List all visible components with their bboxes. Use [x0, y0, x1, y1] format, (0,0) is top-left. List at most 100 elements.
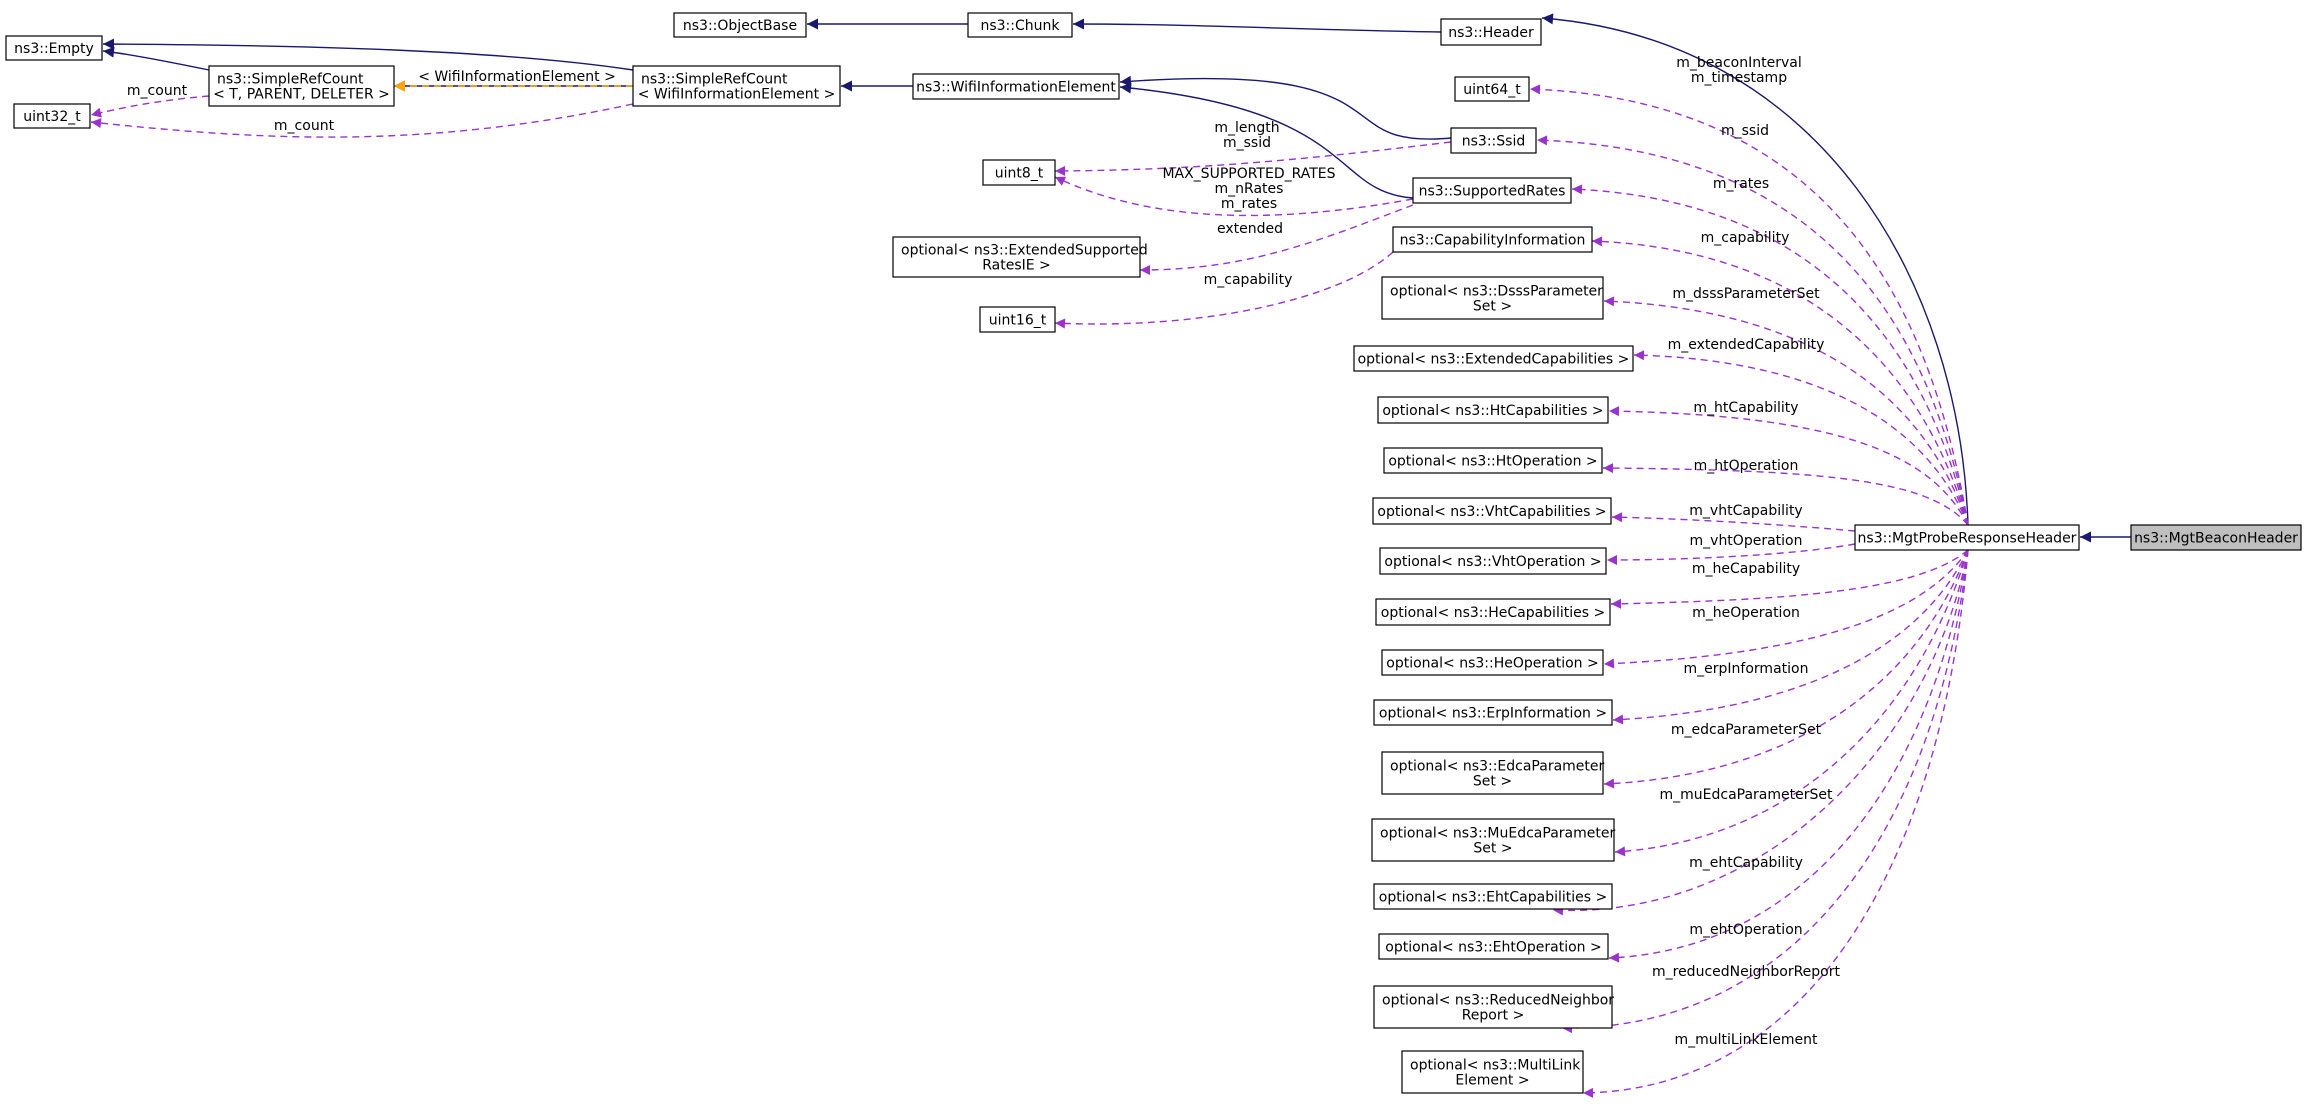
edge-label-htop: m_htOperation	[1694, 458, 1799, 474]
edge-label-text: m_edcaParameterSet	[1671, 722, 1822, 738]
class-node-src-tpl[interactable]: ns3::SimpleRefCount< T, PARENT, DELETER …	[208, 65, 395, 107]
class-node-wie[interactable]: ns3::WifiInformationElement	[912, 73, 1120, 100]
edge-label-text: extended	[1217, 221, 1283, 237]
class-node-uint32[interactable]: uint32_t	[13, 103, 91, 129]
member-arrow-34	[1561, 549, 1969, 1034]
node-label: optional< ns3::ExtendedCapabilities >	[1358, 352, 1630, 368]
edge-label-htcap: m_htCapability	[1693, 400, 1798, 416]
node-box	[2130, 524, 2302, 551]
node-box	[1373, 699, 1613, 726]
node-label: Set >	[1473, 774, 1512, 790]
edge-label-text: m_capability	[1204, 272, 1293, 288]
edge-label-extended: extended	[1217, 221, 1283, 237]
class-node-ehtop[interactable]: optional< ns3::EhtOperation >	[1378, 933, 1609, 960]
member-arrow-29	[1612, 549, 1969, 725]
node-label: ns3::Empty	[14, 41, 94, 57]
class-node-uint16[interactable]: uint16_t	[979, 306, 1056, 333]
node-box	[1381, 751, 1604, 795]
class-node-rates[interactable]: ns3::SupportedRates	[1412, 177, 1572, 204]
node-label: ns3::Ssid	[1462, 134, 1525, 150]
class-node-hecap[interactable]: optional< ns3::HeCapabilities >	[1375, 598, 1611, 626]
edge-label-cap-u16: m_capability	[1204, 272, 1293, 288]
edge-label-vhtcap: m_vhtCapability	[1689, 503, 1802, 519]
node-box	[1454, 76, 1530, 102]
inheritance-arrow-1	[1072, 18, 1442, 33]
class-node-uint64[interactable]: uint64_t	[1454, 76, 1530, 102]
node-label: Element >	[1455, 1073, 1529, 1089]
edges-layer	[90, 13, 2131, 1098]
node-label: Report >	[1462, 1008, 1525, 1024]
class-node-htop[interactable]: optional< ns3::HtOperation >	[1383, 447, 1603, 474]
class-node-ssid[interactable]: ns3::Ssid	[1450, 127, 1537, 154]
class-node-edca[interactable]: optional< ns3::EdcaParameterSet >	[1381, 751, 1605, 795]
edge-label-m-capability: m_capability	[1701, 230, 1790, 246]
edge-label-text: m_capability	[1701, 230, 1790, 246]
node-box	[979, 306, 1056, 333]
class-node-probe[interactable]: ns3::MgtProbeResponseHeader	[1854, 524, 2080, 551]
class-node-htcap[interactable]: optional< ns3::HtCapabilities >	[1377, 396, 1609, 424]
class-node-empty[interactable]: ns3::Empty	[5, 35, 103, 61]
edge-label-text: < WifiInformationElement >	[418, 69, 616, 85]
class-node-extrates[interactable]: optional< ns3::ExtendedSupportedRatesIE …	[892, 236, 1148, 278]
edge-label-text: MAX_SUPPORTED_RATES	[1162, 166, 1335, 182]
class-node-header[interactable]: ns3::Header	[1440, 18, 1542, 46]
member-arrow-17	[1571, 184, 1969, 526]
node-label: ns3::ObjectBase	[683, 18, 797, 34]
edge-label-text: m_ssid	[1223, 135, 1271, 151]
edge-label-rnr: m_reducedNeighborReport	[1652, 964, 1841, 980]
node-label: RatesIE >	[982, 258, 1051, 274]
node-label: optional< ns3::HeOperation >	[1386, 656, 1598, 672]
node-box	[5, 35, 103, 61]
node-box	[1381, 649, 1604, 676]
node-box	[1401, 1050, 1584, 1094]
node-box	[1440, 18, 1542, 46]
node-label: ns3::MgtProbeResponseHeader	[1858, 531, 2077, 547]
node-label: optional< ns3::EhtOperation >	[1385, 940, 1602, 956]
edge-label-vhtop: m_vhtOperation	[1690, 533, 1803, 549]
class-node-vhtop[interactable]: optional< ns3::VhtOperation >	[1379, 547, 1607, 575]
member-arrow-14	[1536, 135, 1969, 526]
edge-label-text: m_timestamp	[1691, 70, 1787, 86]
class-node-src-wie[interactable]: ns3::SimpleRefCount< WifiInformationElem…	[632, 65, 841, 107]
edge-label-m-rates: m_rates	[1713, 176, 1769, 192]
class-node-objectbase[interactable]: ns3::ObjectBase	[673, 12, 807, 38]
class-node-vhtcap[interactable]: optional< ns3::VhtCapabilities >	[1372, 497, 1612, 525]
node-box	[982, 159, 1056, 186]
edge-label-text: m_heOperation	[1692, 605, 1800, 621]
node-label: optional< ns3::EhtCapabilities >	[1379, 890, 1607, 906]
edge-label-text: m_ehtCapability	[1689, 855, 1803, 871]
node-label: optional< ns3::EdcaParameter	[1390, 759, 1605, 775]
node-label: optional< ns3::ErpInformation >	[1379, 706, 1607, 722]
node-label: Set >	[1473, 299, 1512, 315]
member-arrow-16	[1054, 176, 1414, 217]
member-arrow-32	[1552, 549, 1969, 916]
node-box	[967, 12, 1073, 38]
edge-label-tpl-arg: < WifiInformationElement >	[418, 69, 616, 85]
member-arrow-11	[90, 95, 210, 118]
inheritance-arrow-5	[102, 46, 210, 71]
class-node-uint8[interactable]: uint8_t	[982, 159, 1056, 186]
class-node-extcap[interactable]: optional< ns3::ExtendedCapabilities >	[1353, 345, 1634, 372]
class-node-chunk[interactable]: ns3::Chunk	[967, 12, 1073, 38]
class-node-beacon[interactable]: ns3::MgtBeaconHeader	[2130, 524, 2302, 551]
edge-label-text: m_count	[127, 83, 188, 99]
member-arrow-20	[1054, 251, 1394, 329]
node-box	[1371, 818, 1615, 862]
member-arrow-12	[90, 103, 634, 138]
edge-label-text: m_length	[1214, 120, 1279, 136]
inheritance-arrow-7	[1119, 75, 1452, 140]
edge-label-text: m_count	[274, 118, 335, 134]
class-node-capinfo[interactable]: ns3::CapabilityInformation	[1392, 226, 1593, 253]
inheritance-arrow-6	[102, 38, 634, 71]
class-node-ehtcap[interactable]: optional< ns3::EhtCapabilities >	[1373, 883, 1613, 910]
node-label: < T, PARENT, DELETER >	[213, 87, 390, 103]
class-node-erp[interactable]: optional< ns3::ErpInformation >	[1373, 699, 1613, 726]
edge-label-text: m_ssid	[1721, 123, 1769, 139]
class-node-heop[interactable]: optional< ns3::HeOperation >	[1381, 649, 1604, 676]
